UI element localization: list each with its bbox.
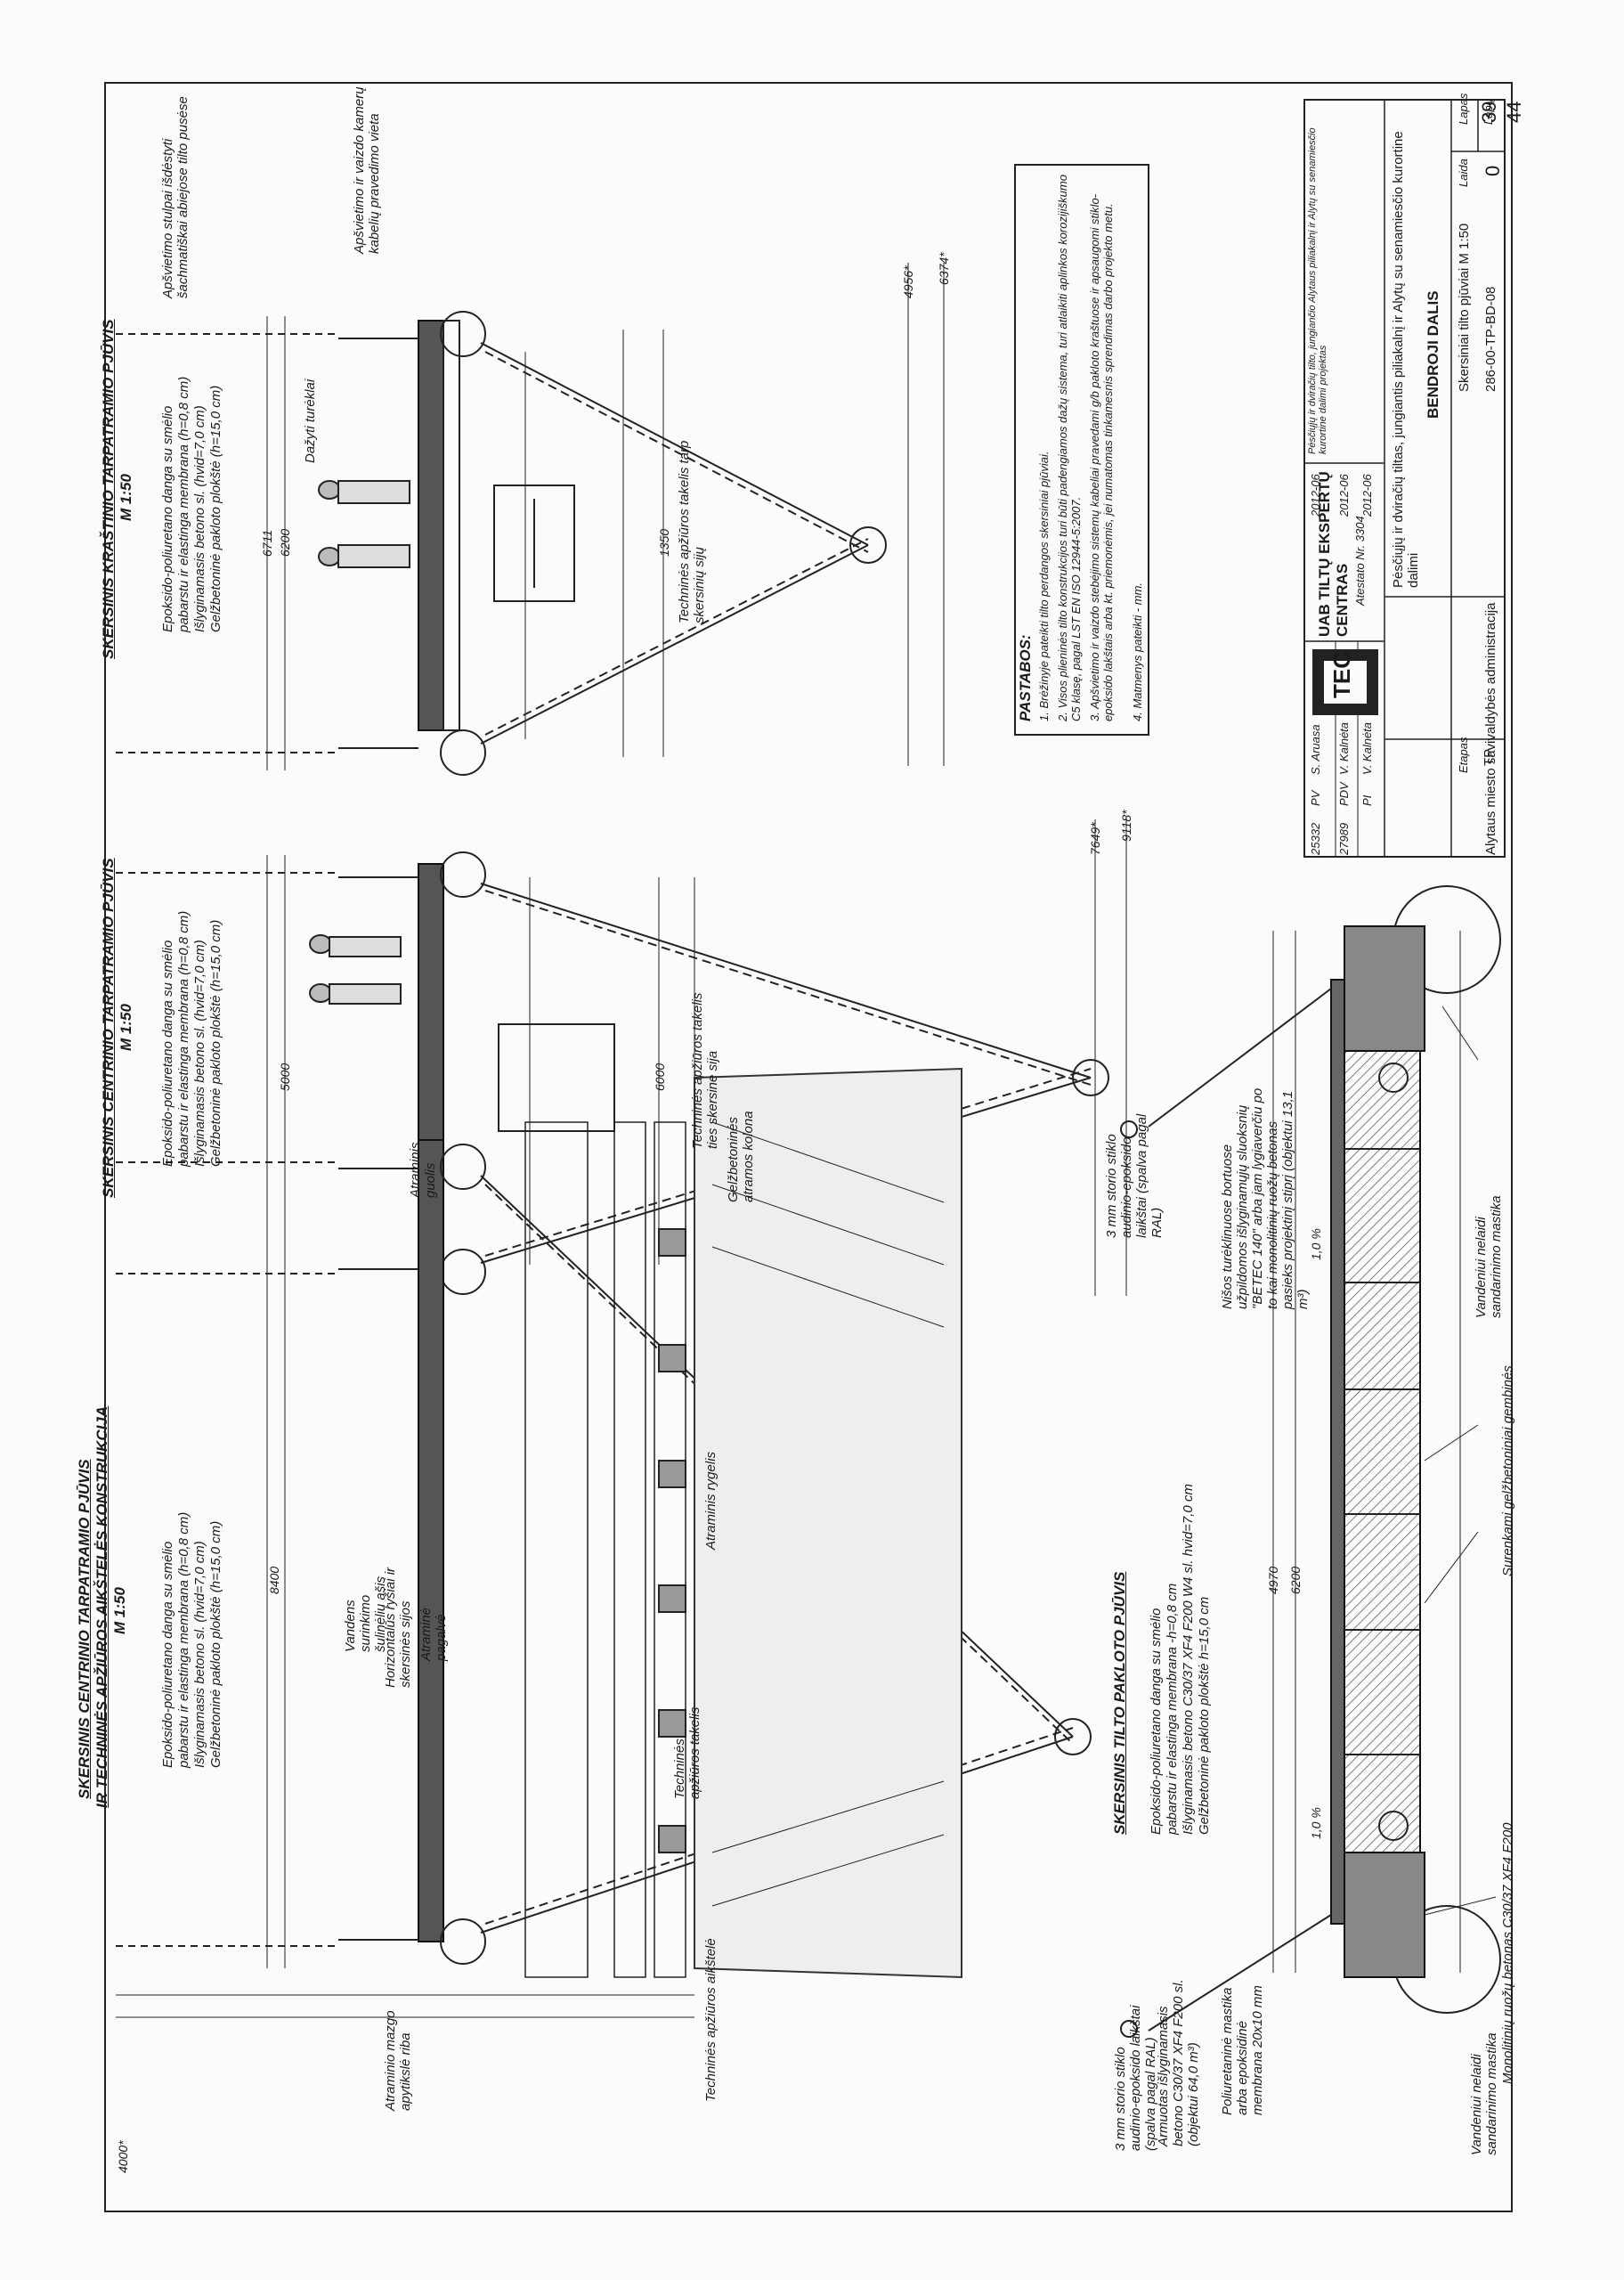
deck-label-niches: Nišos turėklinuose bortuose užpildomos i… <box>1220 1087 1311 1309</box>
tb-certificate: Atestato Nr. 3304 <box>1353 516 1367 606</box>
edge-span-dim-height: 1350 <box>657 528 671 557</box>
deck-slope-2: 1,0 % <box>1309 1807 1323 1839</box>
edge-span-label-railing: Dažyti turėklai <box>303 379 318 463</box>
tb-logo: TEC <box>1328 652 1355 698</box>
platform-label-ties: Horizontalūs ryšiai ir skersinės sijos <box>383 1567 413 1688</box>
tb-client: Alytaus miesto savivaldybės administraci… <box>1483 602 1498 855</box>
tb-part: BENDROJI DALIS <box>1425 290 1441 419</box>
platform-dim-4000: 4000* <box>116 2140 130 2173</box>
tb-rev: 0 <box>1482 165 1504 176</box>
deck-layer-3: Išlyginamasis betono C30/37 XF4 F200 W4 … <box>1181 1484 1196 1835</box>
center-span-layer-2: pabarstu ir elastinga membrana (h=0,8 cm… <box>176 910 191 1167</box>
deck-label-mastic: Poliuretaninė mastika arba epoksidinė me… <box>1220 1985 1265 2115</box>
tb-sheets-label: Lapų <box>1482 99 1495 125</box>
platform-label-pad: Atraminė pagalvė <box>418 1607 449 1661</box>
tb-sheet-title: Skersiniai tilto pjūviai M 1:50 <box>1457 223 1472 392</box>
platform-label-drain: Vandens surinkimo šulinėlių ašis <box>343 1576 388 1652</box>
platform-section <box>116 1067 1092 2018</box>
deck-layer-1: Epoksido-poliuretano danga su smėlio <box>1149 1608 1164 1835</box>
deck-section <box>1120 885 1501 2038</box>
center-span-scale: M 1:50 <box>118 1004 134 1051</box>
platform-subtitle: IR TECHNINĖS APŽIŪROS AIKŠTELĖS KONSTRUK… <box>93 1405 110 1808</box>
center-span-layer-1: Epoksido-poliuretano danga su smėlio <box>160 940 175 1167</box>
deck-dim-inner: 4970 <box>1266 1566 1280 1594</box>
tb-code: 286-00-TP-BD-08 <box>1483 286 1498 392</box>
edge-span-dim-total: 6374* <box>937 252 951 285</box>
tb-row2-date: 2012-06 <box>1337 474 1351 517</box>
note-1: 1. Brėžinyje pateikti tilto perdangos sk… <box>1037 451 1051 722</box>
sheet-frame <box>104 82 1513 2212</box>
tb-project: Pėsčiųjų ir dviračių tiltas, jungiantis … <box>1391 131 1421 588</box>
platform-dim-width: 8400 <box>267 1566 281 1594</box>
tb-row3-role: PI <box>1360 794 1374 806</box>
platform-layer-4: Gelžbetoninė pakloto plokštė (h=15,0 cm) <box>208 1520 223 1768</box>
center-span-dim-mid: 5000 <box>278 1063 292 1091</box>
platform-label-path: Techninės apžiūros takelis <box>672 1706 702 1799</box>
deck-label-monolith: Monolitinių ruožų betonas C30/37 XF4 F20… <box>1500 1822 1515 2084</box>
edge-span-dim-partial: 4956* <box>901 265 915 298</box>
center-span-layer-3: Išlyginamasis betono sl. (hvid=7,0 cm) <box>192 940 207 1167</box>
tb-project-desc: Pėsčiųjų ir dviračių tilto, jungiančio A… <box>1307 127 1328 454</box>
deck-title: SKERSINIS TILTO PAKLOTO PJŪVIS <box>1111 1571 1128 1835</box>
center-span-dim-partial: 7649* <box>1088 822 1102 855</box>
deck-label-seal-2: Vandeniui nelaidi sandarinimo mastika <box>1474 1195 1504 1318</box>
center-span-dim-height: 6000 <box>653 1063 667 1091</box>
tb-row1-id: 25332 <box>1309 822 1322 855</box>
deck-layer-4: Gelžbetoninė pakloto plokštė h=15,0 cm <box>1197 1596 1212 1835</box>
edge-span-section <box>116 263 945 776</box>
platform-label-limit: Atraminio mazgo apytikslė riba <box>383 2010 413 2111</box>
center-span-title: SKERSINIS CENTRINIO TARPATRAMIO PJŪVIS <box>100 858 117 1198</box>
tb-stage-label: Etapas <box>1457 737 1470 773</box>
deck-label-precast: Surenkami gelžbetoniniai gembinės <box>1500 1365 1515 1576</box>
deck-label-sheets: 3 mm storio stiklo audinio-epoksido laik… <box>1113 2005 1158 2151</box>
tb-rev-label: Laida <box>1457 159 1470 187</box>
tb-row3-name: V. Kalnėta <box>1360 721 1374 775</box>
tb-sheet-label: Lapas <box>1457 93 1470 125</box>
edge-span-layer-3: Išlyginamasis betono sl. (hvid=7,0 cm) <box>192 405 207 632</box>
center-span-layer-4: Gelžbetoninė pakloto plokštė (h=15,0 cm) <box>208 919 223 1167</box>
notes-title: PASTABOS: <box>1017 634 1034 721</box>
platform-label-platform: Techninės apžiūros aikštelė <box>703 1938 719 2102</box>
deck-slope-1: 1,0 % <box>1309 1228 1323 1260</box>
edge-span-label-lights: Apšvietimo stulpai išdėstyti šachmatiška… <box>160 96 191 298</box>
deck-label-seal: Vandeniui nelaidi sandarinimo mastika <box>1469 2032 1499 2155</box>
tb-row2-name: V. Kalnėta <box>1337 721 1351 775</box>
center-span-label-path: Techninės apžiūros takelis ties skersine… <box>690 992 720 1149</box>
edge-span-label-cables: Apšvietimo ir vaizdo kamerų kabelių prav… <box>352 86 382 254</box>
tb-row1-name: S. Aruasa <box>1309 724 1322 775</box>
note-4: 4. Matmenys pateikti - mm. <box>1131 582 1144 721</box>
tb-row1-role: PV <box>1309 790 1322 806</box>
tb-row3-date: 2012-06 <box>1360 474 1374 517</box>
deck-label-sheets-2: 3 mm storio stiklo audinio-epoksido laik… <box>1104 1113 1165 1238</box>
edge-span-scale: M 1:50 <box>118 474 134 521</box>
platform-label-column: Gelžbetoninės atramos kolona <box>726 1111 756 1202</box>
deck-dim-outer: 6200 <box>1288 1566 1303 1594</box>
edge-span-dim-deck: 6200 <box>278 528 292 557</box>
edge-span-layer-2: pabarstu ir elastinga membrana (h=0,8 cm… <box>176 376 191 632</box>
center-span-dim-total: 9118* <box>1119 810 1133 842</box>
platform-layer-3: Išlyginamasis betono sl. (hvid=7,0 cm) <box>192 1541 207 1768</box>
note-2: 2. Visos plieninės tilto konstrukcijos t… <box>1056 175 1083 721</box>
platform-label-girder: Atraminis rygelis <box>703 1451 719 1550</box>
platform-layer-1: Epoksido-poliuretano danga su smėlio <box>160 1541 175 1768</box>
tb-row2-role: PDV <box>1337 782 1351 806</box>
tb-stage: TP <box>1482 748 1497 766</box>
edge-span-label-path: Techninės apžiūros takelis tarp skersini… <box>677 440 707 623</box>
tb-sheets: 44 <box>1503 101 1525 123</box>
note-3: 3. Apšvietimo ir vaizdo stebėjimo sistem… <box>1088 193 1115 721</box>
platform-label-bearing: Atraminis guolis <box>408 1142 438 1198</box>
deck-layer-2: pabarstu ir elastinga membrana -h=0,8 cm <box>1165 1583 1180 1835</box>
edge-span-layer-4: Gelžbetoninė pakloto plokštė (h=15,0 cm) <box>208 385 223 632</box>
platform-layer-2: pabarstu ir elastinga membrana (h=0,8 cm… <box>176 1511 191 1768</box>
edge-span-title: SKERSINIS KRAŠTINIO TARPATRAMIO PJŪVIS <box>100 319 117 659</box>
edge-span-layer-1: Epoksido-poliuretano danga su smėlio <box>160 405 175 632</box>
tb-row1-date: 2012-06 <box>1309 474 1322 517</box>
platform-scale: M 1:50 <box>111 1587 128 1634</box>
platform-title: SKERSINIS CENTRINIO TARPATRAMIO PJŪVIS <box>76 1459 93 1799</box>
deck-label-concrete: Armuotas išlyginamasis betono C30/37 XF4… <box>1156 1979 1201 2146</box>
edge-span-dim-width: 6711 <box>260 529 274 557</box>
tb-row2-id: 27989 <box>1337 822 1351 855</box>
